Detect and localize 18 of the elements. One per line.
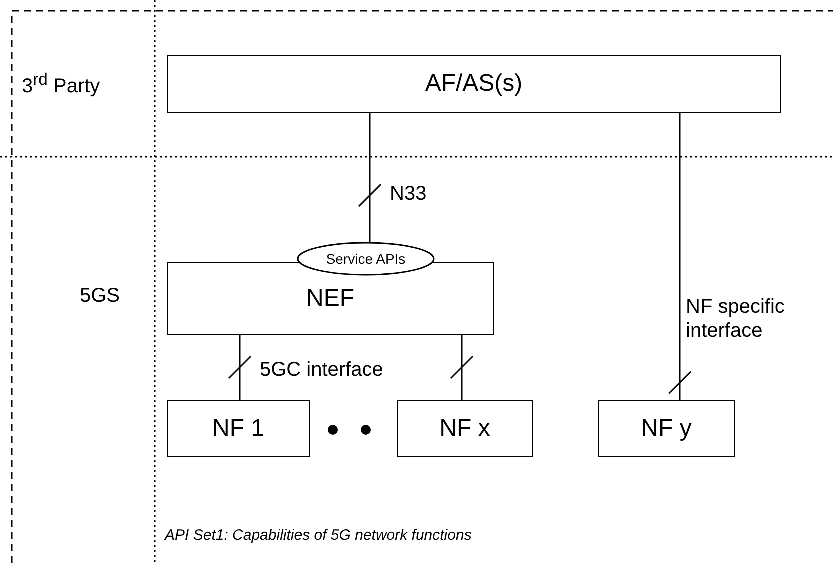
af-box	[167, 55, 781, 113]
interface-line	[450, 334, 474, 401]
nf-box	[598, 400, 735, 457]
node-label: AF/AS(s)	[425, 70, 523, 98]
nf-box	[167, 400, 310, 457]
region-label: 3$^{rd}$ Party	[22, 70, 100, 99]
interface-line	[668, 112, 692, 401]
interface-line	[228, 334, 252, 401]
interface-line	[358, 112, 382, 243]
node-label: NF x	[440, 414, 490, 442]
region-label: 5GS	[80, 285, 120, 308]
service-api-ellipse	[297, 242, 435, 276]
nf-box	[397, 400, 533, 457]
node-label: NEF	[306, 284, 354, 312]
node-label: NF 1	[212, 414, 264, 442]
node-label: Service APIs	[326, 251, 406, 267]
caption: API Set1: Capabilities of 5G network functions	[165, 527, 472, 544]
node-label: NF y	[641, 414, 692, 442]
